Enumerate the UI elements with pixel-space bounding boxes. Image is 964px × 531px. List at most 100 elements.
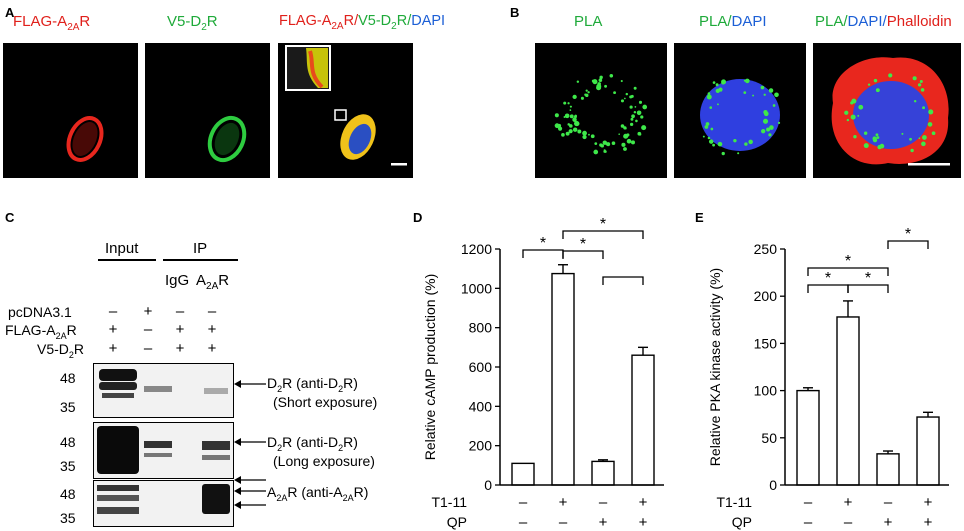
input-header: Input: [105, 240, 139, 257]
pla-dot: [569, 124, 573, 128]
pla-dot: [913, 99, 917, 103]
pla-dot: [621, 142, 626, 147]
panel-b-label-3: PLA/DAPI/Phalloidin: [815, 13, 952, 30]
pla-dot: [872, 137, 878, 143]
a2ar-ip-label: A2AR: [196, 272, 230, 292]
pla-dot: [927, 122, 933, 127]
pla-dot: [708, 139, 714, 144]
pla-dot: [569, 114, 574, 119]
row-pcdna: pcDNA3.1: [8, 304, 72, 320]
pla-dot: [590, 134, 595, 139]
treatment-label-qp: QP: [447, 514, 467, 530]
pla-dot: [718, 87, 723, 92]
pla-dot: [580, 96, 584, 100]
pla-dot: [629, 122, 634, 127]
mw-48-2: 48: [60, 434, 76, 450]
y-tick-label: 800: [469, 320, 493, 336]
y-tick-label: 0: [484, 477, 492, 493]
pla-dot: [712, 143, 715, 147]
pla-dot: [606, 142, 611, 147]
annot-a2ar: A2AR (anti-A2AR): [267, 484, 369, 503]
pla-dot: [584, 93, 587, 96]
micrograph-pla-dapi-phalloidin: [813, 43, 961, 178]
pla-dot: [752, 94, 754, 97]
pla-dot: [721, 151, 725, 156]
pla-dot: [561, 133, 565, 137]
pla-dot: [918, 137, 921, 140]
y-tick-label: 250: [754, 241, 778, 257]
pla-dot: [620, 79, 623, 83]
pla-dot: [846, 118, 850, 122]
pla-dot: [572, 94, 577, 100]
y-tick-label: 200: [469, 438, 493, 454]
pla-dot: [577, 129, 582, 134]
micrograph-v5-d2r: [145, 43, 270, 178]
annot-d2r-long: D2R (anti-D2R): [267, 434, 358, 453]
panel-e-letter: E: [695, 210, 704, 225]
treatment-sign: +: [639, 494, 648, 511]
pla-dot: [597, 82, 601, 86]
pla-dot: [634, 106, 637, 108]
panel-a-letter: A: [5, 5, 15, 20]
pla-dot: [633, 110, 637, 114]
pla-dot: [875, 88, 880, 93]
y-tick-label: 1000: [461, 280, 492, 296]
micrograph-pla-dapi: [674, 43, 806, 178]
micrograph-pla: [535, 43, 667, 178]
pla-dot: [633, 86, 637, 90]
treatment-sign: +: [108, 321, 118, 338]
pla-dot: [565, 131, 570, 136]
y-tick-label: 200: [754, 288, 778, 304]
pla-dot: [609, 74, 614, 78]
pla-dot: [715, 83, 719, 87]
pla-dot: [626, 138, 632, 144]
pla-dot: [873, 78, 878, 83]
panel-b-letter: B: [510, 5, 520, 20]
treatment-sign: –: [599, 494, 608, 511]
pla-dot: [623, 147, 627, 151]
pla-dot: [879, 143, 885, 149]
pla-dot: [567, 102, 570, 105]
treatment-sign: –: [143, 340, 153, 357]
pla-dot: [863, 131, 868, 135]
treatment-sign: +: [108, 340, 118, 357]
y-axis-label: Relative PKA kinase activity (%): [707, 268, 723, 466]
treatment-sign: +: [639, 514, 648, 531]
pla-dot: [642, 104, 648, 110]
treatment-sign: +: [844, 494, 853, 511]
mw-35-3: 35: [60, 510, 76, 526]
pla-dot: [638, 133, 642, 136]
pla-dot: [707, 92, 711, 95]
treatment-sign: –: [804, 494, 813, 511]
pla-dot: [604, 84, 607, 88]
mw-35-1: 35: [60, 399, 76, 415]
treatment-sign: –: [175, 303, 185, 320]
pla-dot: [844, 110, 849, 115]
pla-dot: [922, 106, 926, 110]
panel-c-letter: C: [5, 210, 15, 225]
pla-dot: [630, 94, 634, 98]
pla-dot: [909, 137, 912, 141]
pla-dot: [707, 136, 711, 140]
y-tick-label: 0: [769, 477, 777, 493]
pla-dot: [631, 114, 635, 119]
pla-dot: [592, 79, 598, 85]
y-tick-label: 100: [754, 383, 778, 399]
pla-dot: [717, 141, 723, 147]
bar: [876, 453, 900, 486]
pla-dot: [585, 89, 588, 92]
significance-bracket: [847, 284, 889, 293]
igg-label: IgG: [165, 272, 190, 289]
pla-dot: [604, 150, 607, 153]
annot-short-exposure: (Short exposure): [273, 394, 378, 410]
pla-dot: [733, 138, 737, 143]
pla-dot: [922, 135, 927, 140]
y-tick-label: 600: [469, 359, 493, 375]
significance-star: *: [865, 270, 871, 287]
significance-bracket: [562, 230, 644, 239]
bar: [796, 389, 820, 486]
y-tick-label: 150: [754, 335, 778, 351]
mw-48-3: 48: [60, 486, 76, 502]
pla-dot: [743, 91, 747, 95]
pla-dot: [762, 118, 769, 124]
